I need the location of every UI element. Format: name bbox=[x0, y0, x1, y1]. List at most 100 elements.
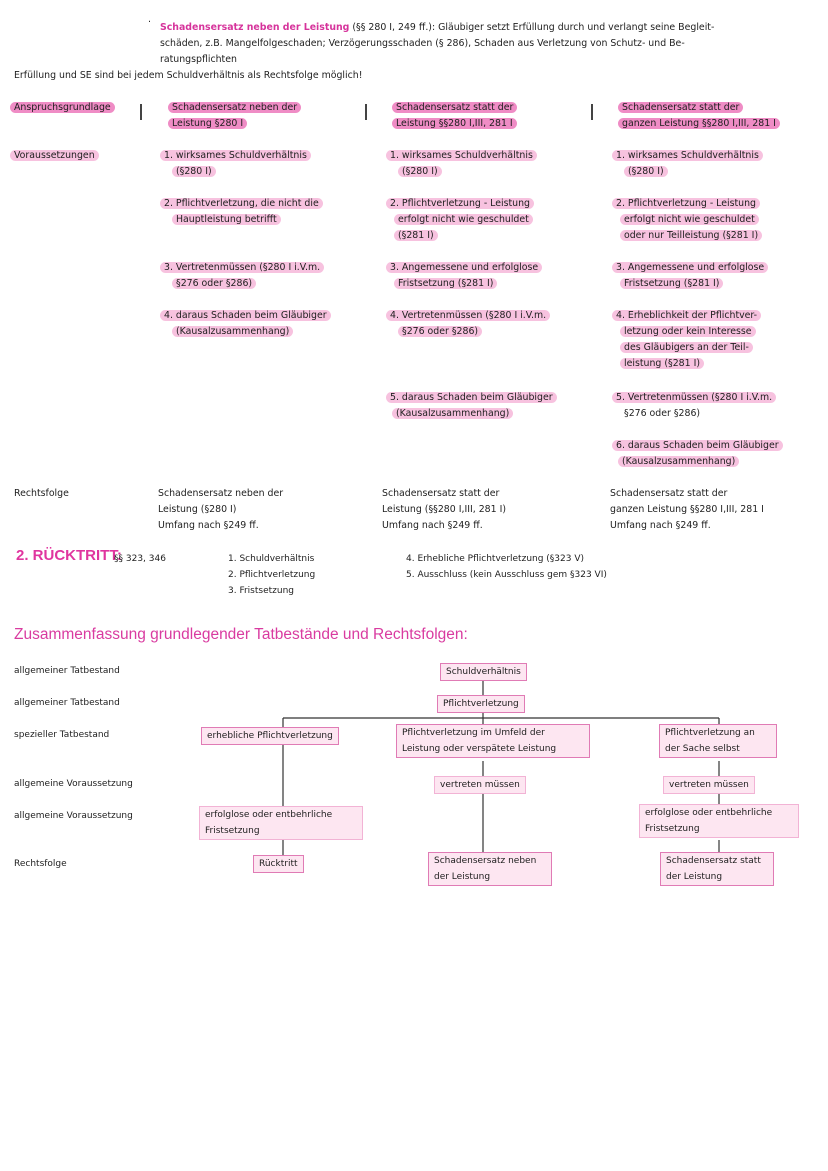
node-fristsetzung-3: erfolglose oder entbehrliche Fristsetzun… bbox=[639, 804, 799, 838]
intro-lead: Schadensersatz neben der Leistung bbox=[160, 22, 350, 33]
ruecktritt-items-left: 1. Schuldverhältnis 2. Pflichtverletzung… bbox=[228, 551, 315, 599]
col2-header: Schadensersatz statt der Leistung §§280 … bbox=[392, 100, 582, 132]
col3-item-1-line2: (§280 I) bbox=[624, 166, 668, 177]
row-label-requirements-text: Voraussetzungen bbox=[10, 150, 99, 161]
row-label-requirements: Voraussetzungen bbox=[10, 148, 99, 164]
col1-item-1-line2: (§280 I) bbox=[172, 166, 216, 177]
col2-item-3: 3. Angemessene und erfolglose Fristsetzu… bbox=[386, 260, 543, 292]
ruecktritt-item-4: 4. Erhebliche Pflichtverletzung (§323 V) bbox=[406, 554, 585, 564]
col1-item-2: 2. Pflichtverletzung, die nicht die Haup… bbox=[160, 196, 323, 228]
node-pv-sache-line2: der Sache selbst bbox=[665, 744, 740, 754]
ruecktritt-item-1: 1. Schuldverhältnis bbox=[228, 554, 315, 564]
col1-header-line2: Leistung §280 I bbox=[168, 118, 248, 129]
node-vertreten-muessen-2: vertreten müssen bbox=[434, 776, 526, 794]
col3-item-2-line1: 2. Pflichtverletzung - Leistung bbox=[612, 198, 761, 209]
col1-item-1-line1: 1. wirksames Schuldverhältnis bbox=[160, 150, 311, 161]
intro-line-3: ratungspflichten bbox=[160, 54, 237, 65]
col2-item-5-line1: 5. daraus Schaden beim Gläubiger bbox=[386, 392, 557, 403]
node-se-statt: Schadensersatz statt der Leistung bbox=[660, 852, 774, 886]
intro-line-1: Schadensersatz neben der Leistung (§§ 28… bbox=[160, 20, 714, 36]
col2-item-2-line2: erfolgt nicht wie geschuldet bbox=[394, 214, 533, 225]
summary-row-label: allgemeiner Tatbestand bbox=[14, 698, 120, 708]
node-se-neben: Schadensersatz neben der Leistung bbox=[428, 852, 552, 886]
col3-item-6: 6. daraus Schaden beim Gläubiger (Kausal… bbox=[612, 438, 783, 470]
node-pv-umfeld-line2: Leistung oder verspätete Leistung bbox=[402, 744, 557, 754]
node-vertreten-muessen-3: vertreten müssen bbox=[663, 776, 755, 794]
ruecktritt-refs: §§ 323, 346 bbox=[114, 554, 166, 564]
node-schuldverhaeltnis: Schuldverhältnis bbox=[440, 663, 527, 681]
col2-item-5-line2: (Kausalzusammenhang) bbox=[392, 408, 514, 419]
node-fristsetzung-1: erfolglose oder entbehrliche Fristsetzun… bbox=[199, 806, 363, 840]
col3-item-2-line3: oder nur Teilleistung (§281 I) bbox=[620, 230, 763, 241]
node-pv-umfeld-line1: Pflichtverletzung im Umfeld der bbox=[402, 728, 545, 738]
intro-line-2: schäden, z.B. Mangelfolgeschaden; Verzög… bbox=[160, 38, 685, 49]
col3-item-4-line4: leistung (§281 I) bbox=[620, 358, 704, 369]
col2-header-line2: Leistung §§280 I,III, 281 I bbox=[392, 118, 517, 129]
row-label-basis: Anspruchsgrundlage bbox=[10, 100, 115, 116]
separator-3 bbox=[591, 104, 593, 120]
col1-item-4-line2: (Kausalzusammenhang) bbox=[172, 326, 294, 337]
node-ruecktritt: Rücktritt bbox=[253, 855, 304, 873]
col1-header-line1: Schadensersatz neben der bbox=[168, 102, 302, 113]
node-pv-sache: Pflichtverletzung an der Sache selbst bbox=[659, 724, 777, 758]
col2-item-1-line2: (§280 I) bbox=[398, 166, 442, 177]
col1-item-3-line1: 3. Vertretenmüssen (§280 I i.V.m. bbox=[160, 262, 325, 273]
ruecktritt-title: 2. RÜCKTRITT: bbox=[16, 547, 122, 564]
col2-item-4: 4. Vertretenmüssen (§280 I i.V.m. §276 o… bbox=[386, 308, 551, 340]
node-pv-sache-line1: Pflichtverletzung an bbox=[665, 728, 755, 738]
col3-item-6-line2: (Kausalzusammenhang) bbox=[618, 456, 740, 467]
col3-consequence-line3: Umfang nach §249 ff. bbox=[610, 520, 711, 531]
col3-header: Schadensersatz statt der ganzen Leistung… bbox=[618, 100, 823, 132]
intro-lead-ref: (§§ 280 I, 249 ff.) bbox=[352, 22, 432, 33]
ruecktritt-item-5: 5. Ausschluss (kein Ausschluss gem §323 … bbox=[406, 570, 607, 580]
col2-item-1: 1. wirksames Schuldverhältnis (§280 I) bbox=[386, 148, 537, 180]
col1-item-1: 1. wirksames Schuldverhältnis (§280 I) bbox=[160, 148, 311, 180]
node-erhebliche-pflichtverletzung: erhebliche Pflichtverletzung bbox=[201, 727, 339, 745]
intro-note: Erfüllung und SE sind bei jedem Schuldve… bbox=[14, 70, 363, 81]
col3-item-4: 4. Erheblichkeit der Pflichtver- letzung… bbox=[612, 308, 762, 372]
col1-header: Schadensersatz neben der Leistung §280 I bbox=[168, 100, 358, 132]
col2-item-3-line2: Fristsetzung (§281 I) bbox=[394, 278, 498, 289]
col1-consequence-line3: Umfang nach §249 ff. bbox=[158, 520, 259, 531]
summary-row-label: spezieller Tatbestand bbox=[14, 730, 110, 740]
col2-consequence-line3: Umfang nach §249 ff. bbox=[382, 520, 483, 531]
col2-item-4-line1: 4. Vertretenmüssen (§280 I i.V.m. bbox=[386, 310, 551, 321]
col3-consequence-line2: ganzen Leistung §§280 I,III, 281 I bbox=[610, 504, 764, 515]
col2-item-2: 2. Pflichtverletzung - Leistung erfolgt … bbox=[386, 196, 535, 244]
node-fristsetzung-1-line2: Fristsetzung bbox=[205, 826, 260, 836]
summary-row-label: allgemeine Voraussetzung bbox=[14, 779, 133, 789]
row-label-consequence: Rechtsfolge bbox=[14, 488, 69, 499]
col1-item-3-line2: §276 oder §286) bbox=[172, 278, 257, 289]
summary-row-label: Rechtsfolge bbox=[14, 859, 67, 869]
node-se-statt-line1: Schadensersatz statt bbox=[666, 856, 761, 866]
node-pflichtverletzung: Pflichtverletzung bbox=[437, 695, 525, 713]
col3-item-2: 2. Pflichtverletzung - Leistung erfolgt … bbox=[612, 196, 763, 244]
col1-item-4-line1: 4. daraus Schaden beim Gläubiger bbox=[160, 310, 331, 321]
col3-item-3: 3. Angemessene und erfolglose Fristsetzu… bbox=[612, 260, 769, 292]
col3-header-line1: Schadensersatz statt der bbox=[618, 102, 744, 113]
col3-consequence: Schadensersatz statt der ganzen Leistung… bbox=[610, 486, 764, 534]
col1-item-2-line2: Hauptleistung betrifft bbox=[172, 214, 281, 225]
col3-item-4-line2: letzung oder kein Interesse bbox=[620, 326, 756, 337]
col3-item-4-line3: des Gläubigers an der Teil- bbox=[620, 342, 753, 353]
col3-item-3-line1: 3. Angemessene und erfolglose bbox=[612, 262, 769, 273]
intro-text-1: : Gläubiger setzt Erfüllung durch und ve… bbox=[431, 22, 715, 33]
node-fristsetzung-3-line1: erfolglose oder entbehrliche bbox=[645, 808, 773, 818]
col3-item-1-line1: 1. wirksames Schuldverhältnis bbox=[612, 150, 763, 161]
separator-1 bbox=[140, 104, 142, 120]
col1-item-3: 3. Vertretenmüssen (§280 I i.V.m. §276 o… bbox=[160, 260, 325, 292]
col2-consequence-line1: Schadensersatz statt der bbox=[382, 488, 500, 499]
ruecktritt-item-2: 2. Pflichtverletzung bbox=[228, 570, 316, 580]
col1-consequence-line1: Schadensersatz neben der bbox=[158, 488, 284, 499]
ruecktritt-item-3: 3. Fristsetzung bbox=[228, 586, 294, 596]
node-fristsetzung-1-line1: erfolglose oder entbehrliche bbox=[205, 810, 333, 820]
col3-item-4-line1: 4. Erheblichkeit der Pflichtver- bbox=[612, 310, 762, 321]
row-label-basis-text: Anspruchsgrundlage bbox=[10, 102, 115, 113]
col2-consequence: Schadensersatz statt der Leistung (§§280… bbox=[382, 486, 506, 534]
col3-item-1: 1. wirksames Schuldverhältnis (§280 I) bbox=[612, 148, 763, 180]
col2-item-2-line3: (§281 I) bbox=[394, 230, 438, 241]
col1-consequence-line2: Leistung (§280 I) bbox=[158, 504, 237, 515]
summary-row-label: allgemeine Voraussetzung bbox=[14, 811, 133, 821]
col3-consequence-line1: Schadensersatz statt der bbox=[610, 488, 728, 499]
col2-item-3-line1: 3. Angemessene und erfolglose bbox=[386, 262, 543, 273]
